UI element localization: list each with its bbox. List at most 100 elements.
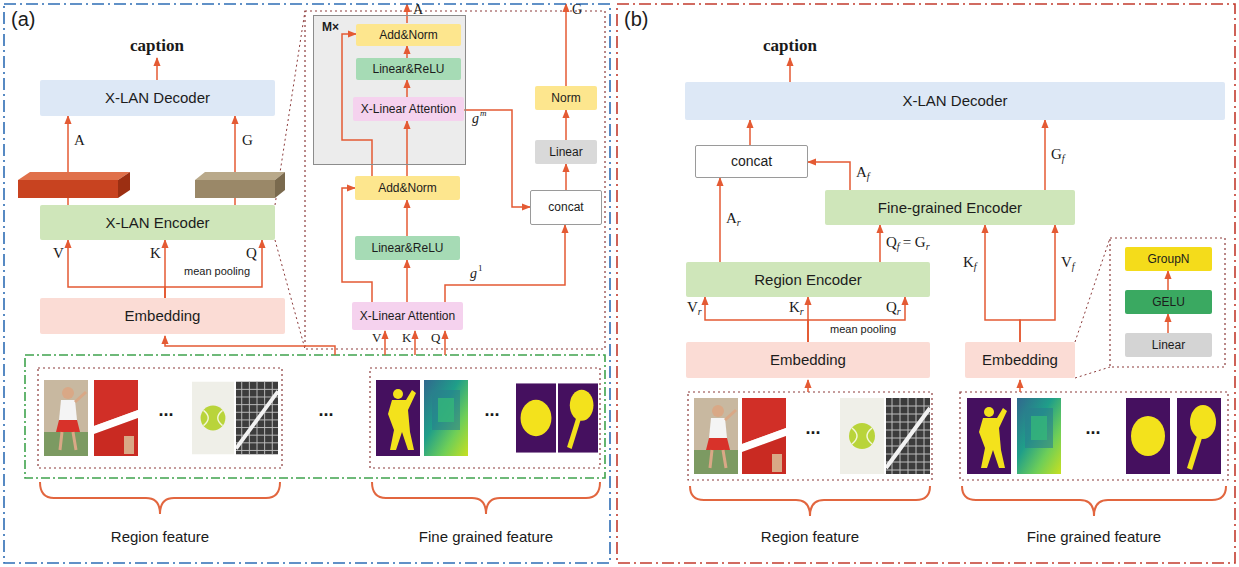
process-box: Norm	[535, 86, 597, 110]
feature-group	[38, 368, 282, 468]
process-box: GELU	[1125, 290, 1212, 314]
drawing-part	[94, 380, 138, 456]
text-label: Fine grained feature	[1027, 528, 1161, 545]
drawing-part	[18, 180, 118, 198]
feature-frame	[25, 355, 605, 478]
process-box: Region Encoder	[686, 262, 930, 297]
text-label: Q	[886, 234, 897, 251]
text-label: Region feature	[111, 528, 209, 545]
text-label: r	[800, 306, 804, 318]
process-box: X-Linear Attention	[352, 302, 463, 330]
drawing-part	[18, 172, 130, 180]
text-label: Fine grained feature	[419, 528, 553, 545]
text-label: Q	[431, 331, 440, 346]
connector-arrow	[165, 240, 262, 298]
process-box: Add&Norm	[355, 176, 460, 200]
drawing-part	[967, 398, 1011, 474]
box-label: Norm	[551, 91, 580, 105]
drawing-part	[558, 383, 598, 452]
flow-arrow	[157, 4, 1168, 392]
box-label: Linear&ReLU	[371, 241, 443, 255]
connector-arrow	[68, 240, 165, 298]
drawing-part	[372, 482, 600, 514]
process-box: X-LAN Decoder	[40, 80, 275, 116]
text-label: Q	[886, 299, 897, 316]
drawing-part	[424, 380, 468, 456]
zoom-inset	[1110, 238, 1225, 367]
panel-label: (b)	[624, 7, 648, 31]
panel-border	[617, 4, 1235, 563]
text-label: m	[480, 108, 487, 118]
panel-frame: (b)X-LAN DecoderconcatFine-grained Encod…	[616, 3, 1236, 564]
process-box: Fine-grained Encoder	[825, 190, 1075, 225]
text-label: K	[150, 245, 161, 262]
feature-group	[960, 392, 1228, 480]
drawing-part	[1177, 398, 1221, 474]
text-label: = G	[903, 234, 926, 251]
process-box: Linear&ReLU	[355, 236, 460, 260]
zoom-line	[1075, 238, 1110, 378]
text-label: f	[974, 261, 977, 273]
panel-label: (a)	[11, 7, 35, 31]
text-label: ...	[484, 400, 499, 421]
box-label: X-LAN Decoder	[105, 89, 210, 107]
text-label: f	[1072, 261, 1075, 273]
connector-arrow	[406, 200, 408, 236]
connector-arrow	[565, 110, 567, 140]
box-label: GroupN	[1147, 252, 1189, 266]
process-box: Add&Norm	[356, 24, 461, 46]
drawing-part	[156, 58, 158, 80]
text-label: f	[897, 241, 900, 253]
drawing-part	[962, 486, 1226, 516]
drawing-part	[840, 398, 884, 474]
box-label: X-Linear Attention	[361, 102, 456, 116]
process-box: X-Linear Attention	[353, 97, 464, 121]
text-label: K	[789, 299, 800, 316]
repeat-block: M×Add&NormLinear&ReLUX-Linear Attention	[313, 15, 466, 165]
box-label: Linear	[549, 145, 582, 159]
drawing-part	[516, 383, 556, 452]
text-label: ...	[805, 418, 820, 439]
drawing-part	[807, 380, 809, 392]
process-box: concat	[695, 145, 808, 178]
drawing-part	[694, 398, 738, 474]
connector-arrow	[406, 121, 408, 176]
text-label: V	[1061, 254, 1072, 271]
text-label: G	[1051, 146, 1062, 163]
drawing-part	[384, 331, 386, 355]
box-label: concat	[731, 153, 772, 170]
box-label: Embedding	[125, 307, 201, 325]
connector-arrow	[1167, 314, 1169, 333]
drawing-part	[44, 380, 88, 456]
box-label: X-Linear Attention	[360, 309, 455, 323]
drawing-part	[195, 172, 285, 180]
connector-arrow	[1167, 271, 1169, 290]
connector-arrow	[565, 164, 567, 190]
drawing-part	[376, 380, 420, 456]
drawing-part	[275, 172, 285, 198]
connector-arrow	[719, 178, 721, 262]
text-label: A	[413, 2, 423, 18]
box-label: Embedding	[982, 351, 1058, 369]
box-label: concat	[548, 200, 583, 214]
text-label: caption	[763, 36, 817, 56]
process-box: X-LAN Encoder	[40, 205, 275, 240]
text-label: mean pooling	[184, 265, 250, 278]
drawing-part	[565, 4, 567, 86]
box-label: Add&Norm	[379, 28, 438, 42]
drawing-part	[1017, 398, 1061, 474]
text-label: ...	[318, 400, 333, 421]
text-label: g	[470, 266, 477, 282]
repeat-block-fill	[313, 15, 466, 165]
text-label: G	[242, 132, 253, 149]
drawing-part	[690, 486, 930, 516]
text-label: A	[74, 132, 85, 149]
drawing-part	[118, 172, 130, 198]
box-label: GELU	[1152, 295, 1185, 309]
text-label: V	[687, 299, 698, 316]
zoom-inset	[305, 11, 605, 349]
drawing-part	[742, 398, 786, 474]
process-box: Linear&ReLU	[356, 58, 461, 80]
